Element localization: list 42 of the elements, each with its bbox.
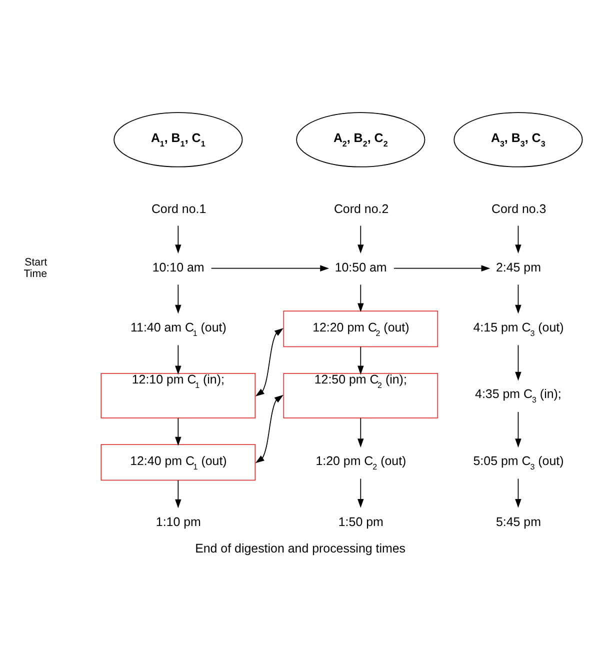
arrow	[515, 225, 522, 254]
arrow	[358, 284, 364, 312]
arrow	[175, 418, 182, 446]
node-text: 1:20 pm C$_{2}$ (out)	[316, 454, 406, 472]
node-text: Cord no.2	[334, 202, 389, 216]
label: Start Time	[24, 256, 48, 280]
node-text: Cord no.1	[151, 202, 206, 216]
arrow	[515, 284, 522, 314]
arrow	[175, 225, 182, 254]
node-text: 1:50 pm	[338, 515, 384, 530]
node-text: 2:45 pm	[496, 260, 541, 275]
arrow	[358, 225, 364, 254]
node-text: 4:35 pm C$_{3}$ (in);	[475, 387, 562, 405]
arrow	[255, 328, 284, 396]
node-text: 4:15 pm C$_{3}$ (out)	[473, 320, 564, 338]
node-ellipse: A$_{3}$, B$_{3}$, C$_{3}$	[454, 112, 583, 168]
node-ellipse: A$_{1}$, B$_{1}$, C$_{1}$	[114, 112, 243, 168]
arrow	[358, 478, 364, 508]
caption: End of digestion and processing times	[195, 541, 406, 556]
node-text: 1:10 pm	[156, 515, 201, 530]
arrow	[515, 478, 522, 508]
arrow	[175, 480, 182, 508]
node-text: Cord no.3	[492, 202, 546, 216]
arrow	[210, 265, 330, 272]
arrow	[515, 412, 522, 448]
arrow	[255, 394, 284, 464]
node-box: 12:40 pm C$_{1}$ (out)	[100, 444, 256, 481]
node-box: 12:50 pm C$_{2}$ (in);	[283, 372, 438, 418]
arrow	[515, 344, 522, 381]
node-text: 5:45 pm	[496, 515, 541, 530]
arrow	[175, 344, 182, 375]
arrow	[175, 284, 182, 314]
node-box: 12:20 pm C$_{2}$ (out)	[283, 310, 438, 348]
node-box: 12:10 pm C$_{1}$ (in);	[100, 372, 256, 418]
node-text: 10:50 am	[334, 260, 387, 275]
node-text: 10:10 am	[152, 260, 204, 275]
arrow	[393, 265, 490, 272]
node-text: 5:05 pm C$_{3}$ (out)	[473, 454, 564, 472]
arrow	[358, 418, 364, 448]
arrow	[358, 346, 364, 375]
node-ellipse: A$_{2}$, B$_{2}$, C$_{2}$	[296, 112, 426, 168]
node-text: 11:40 am C$_{1}$ (out)	[130, 320, 226, 338]
